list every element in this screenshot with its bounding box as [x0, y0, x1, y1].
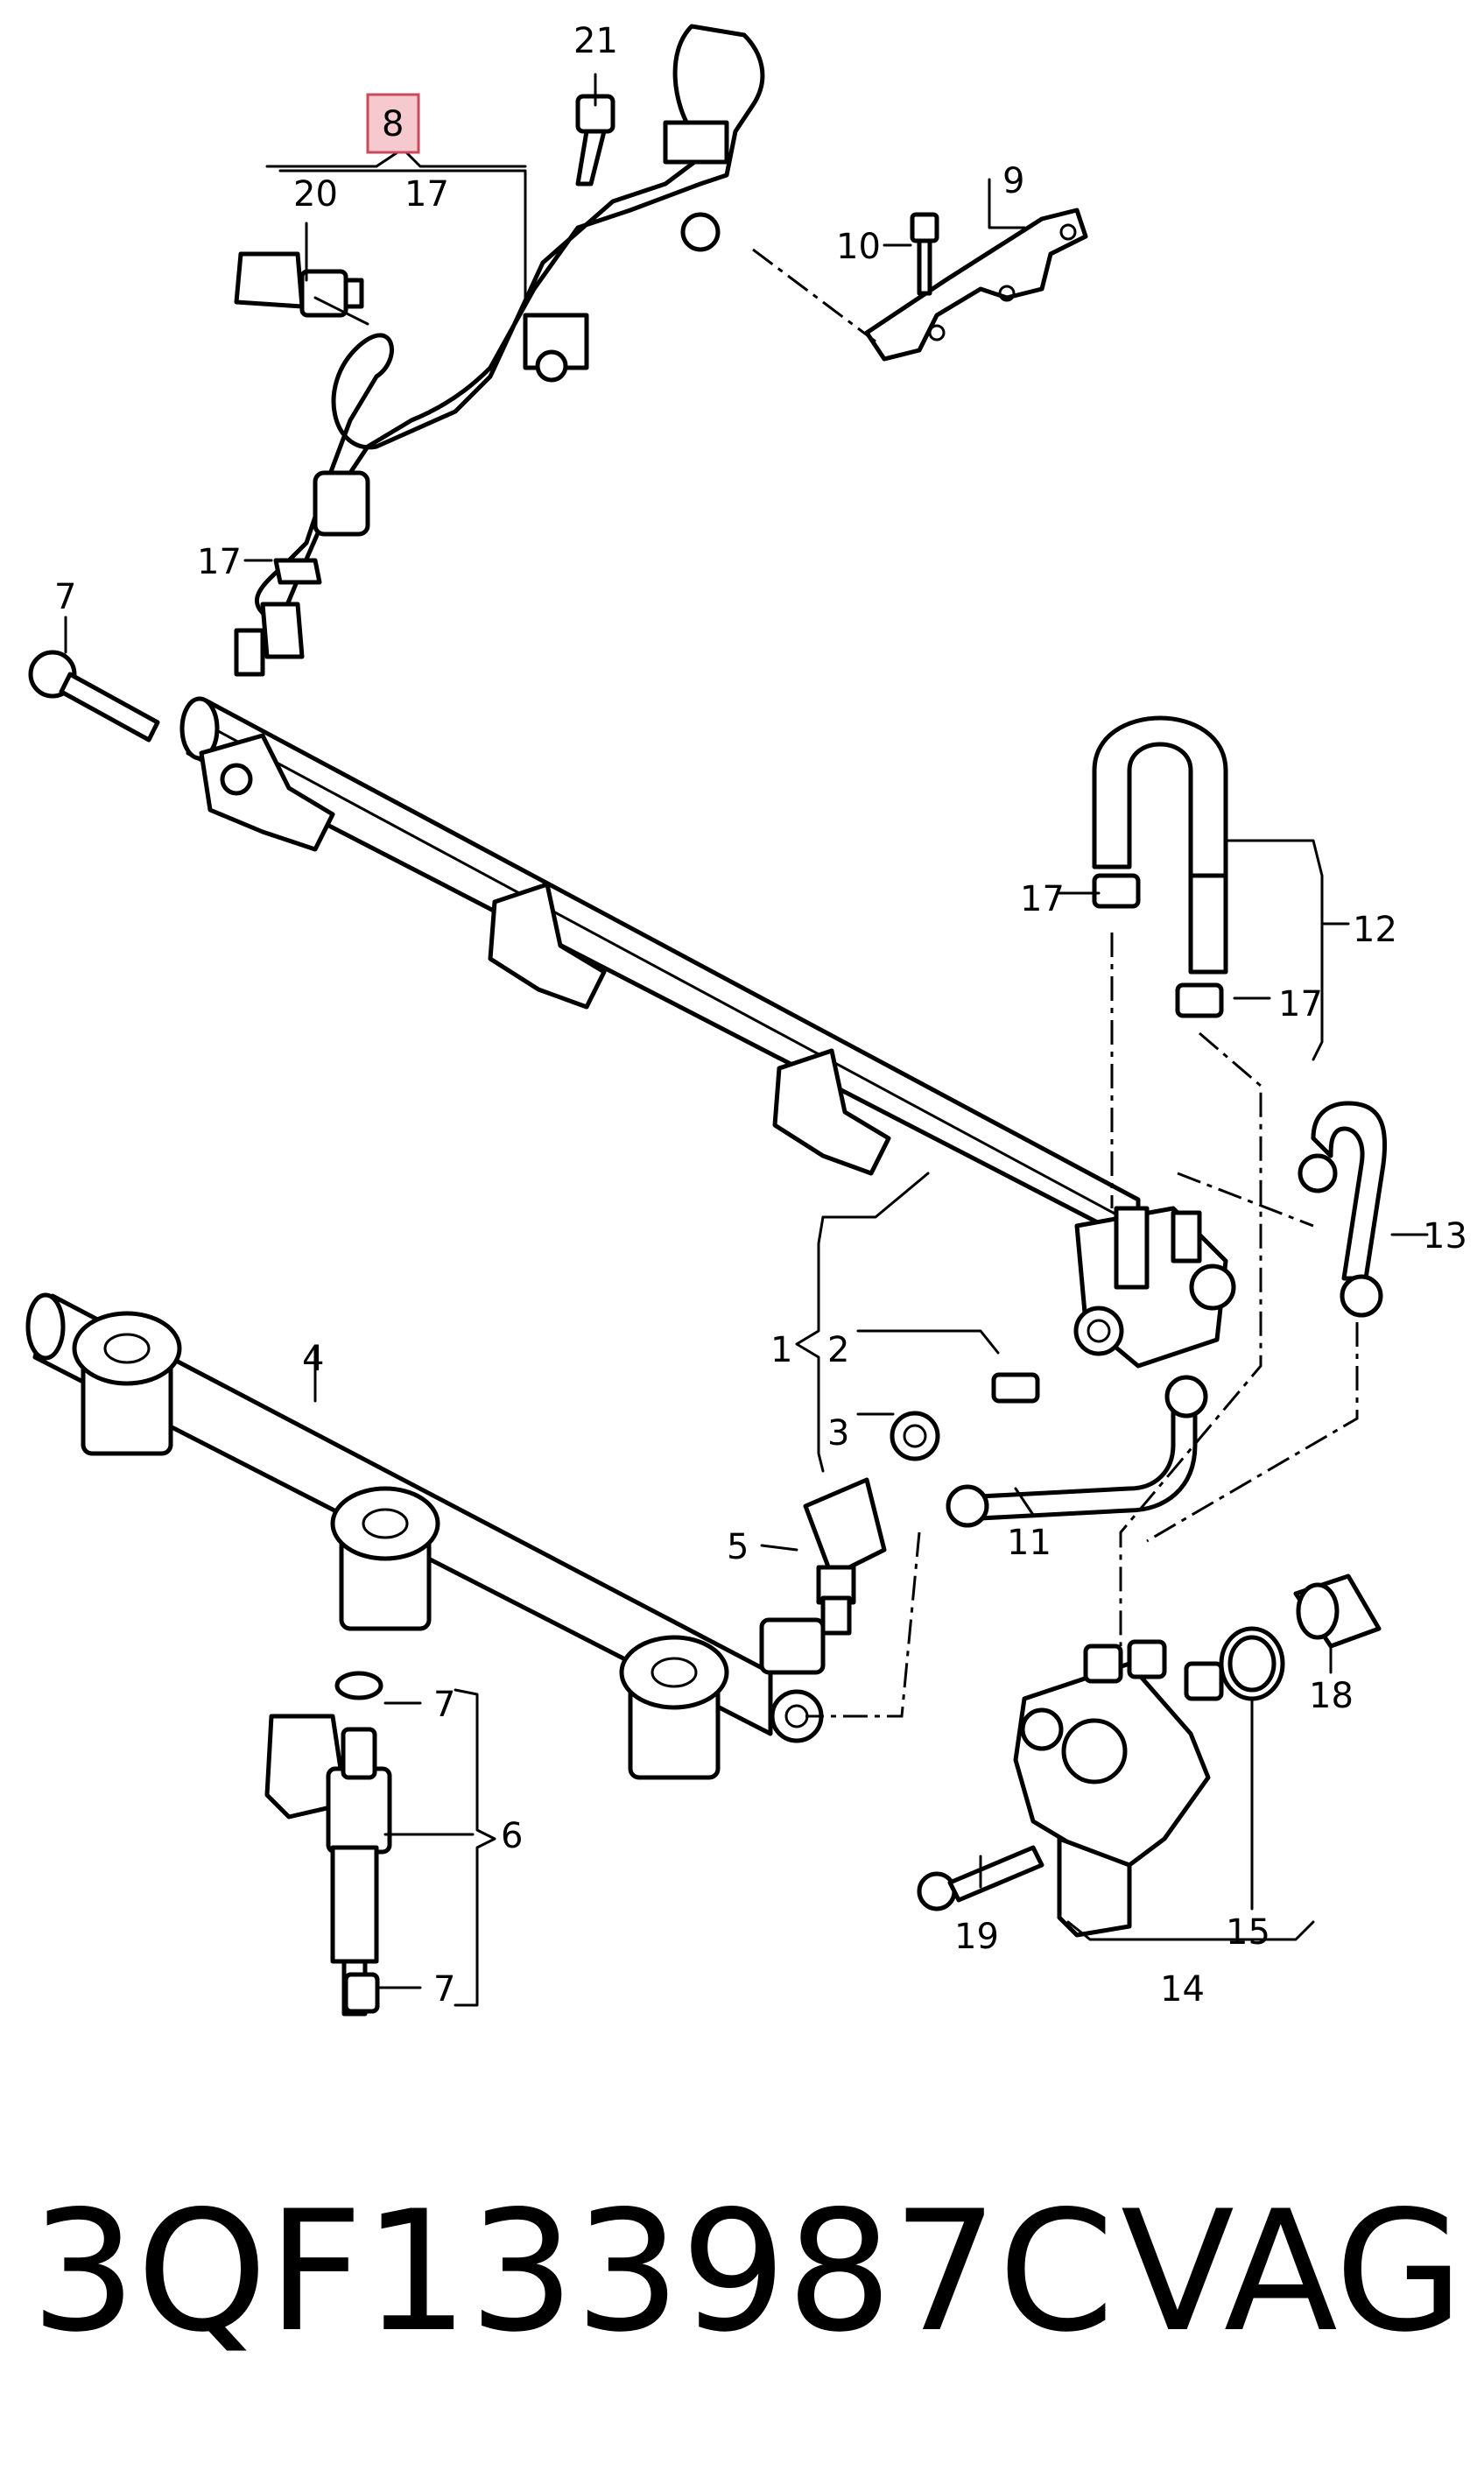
callout-10: 9: [1002, 161, 1024, 201]
callout-21: 21: [573, 21, 618, 61]
fuel-hose: [1092, 715, 1228, 1018]
callout-11: 10: [836, 227, 881, 267]
callout-12: 11: [1007, 1523, 1051, 1563]
leader-lines: [64, 73, 1429, 2007]
callout-19: 19: [954, 1917, 999, 1957]
callout-17-left: 17: [197, 542, 242, 582]
mounting-bracket: [864, 208, 1088, 362]
small-parts: [334, 1372, 1040, 2014]
callout-20: 20: [293, 174, 338, 215]
callout-18: 18: [1309, 1676, 1354, 1716]
callout-7-top: 7: [433, 1685, 455, 1725]
vent-hose-assembly: [234, 24, 765, 677]
callout-4: 4: [302, 1339, 324, 1379]
callout-1: 1: [770, 1330, 792, 1370]
connection-lines: [752, 248, 1359, 1718]
callout-17-top: 17: [404, 174, 449, 215]
callout-9: 8: [382, 104, 404, 144]
callout-5: 5: [727, 1527, 749, 1567]
high-pressure-pump: [1013, 1639, 1224, 1938]
callout-17-hose-left: 17: [1020, 879, 1065, 919]
fuel-rail-lower: [25, 1292, 826, 1780]
callout-8: 7: [54, 577, 76, 617]
part-number: 3QF133987C: [31, 2175, 1115, 2369]
callout-13: 12: [1353, 910, 1397, 950]
callout-2: 2: [827, 1330, 849, 1370]
high-pressure-pipes: [946, 1101, 1388, 1528]
callout-15: 14: [1160, 1969, 1205, 2010]
fuel-rail-upper: [179, 696, 1236, 1369]
highlight-box: [366, 93, 420, 154]
pressure-sensor: [803, 1477, 887, 1636]
seal-and-cap: [1219, 1573, 1382, 1701]
callout-6: 6: [501, 1816, 523, 1856]
callout-7-bottom: 7: [433, 1969, 455, 2010]
callout-16: 15: [1226, 1912, 1270, 1953]
callout-14: 13: [1423, 1216, 1467, 1257]
fuel-injector: [264, 1672, 392, 2017]
callout-17-hose-right: 17: [1278, 984, 1323, 1024]
brand-name: VAG: [1121, 2175, 1464, 2369]
callout-3: 3: [827, 1413, 849, 1454]
temperature-sensor: [234, 251, 364, 318]
